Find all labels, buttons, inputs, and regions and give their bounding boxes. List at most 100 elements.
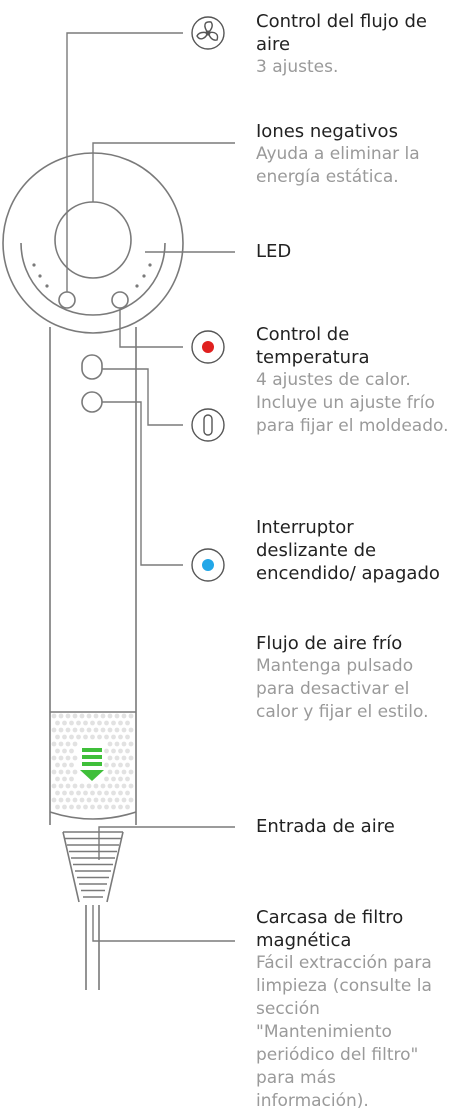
mesh-hole <box>114 755 120 761</box>
label-temperature-control: Control de temperatura 4 ajustes de calo… <box>256 323 451 438</box>
label-air-intake: Entrada de aire <box>256 815 451 838</box>
mesh-hole <box>128 713 134 719</box>
mesh-hole <box>121 797 127 803</box>
mesh-hole <box>107 741 113 747</box>
strain-relief-edge <box>106 831 124 903</box>
temperature-title: Control de temperatura <box>256 324 370 368</box>
mesh-hole <box>62 804 67 810</box>
mesh-hole <box>65 727 71 733</box>
mesh-hole <box>104 776 109 782</box>
mesh-hole <box>51 783 57 789</box>
mesh-hole <box>62 748 67 754</box>
blue-dot-icon <box>191 548 225 582</box>
mesh-hole <box>65 783 71 789</box>
label-negative-ions: Iones negativos Ayuda a eliminar la ener… <box>256 120 451 189</box>
mesh-hole <box>125 734 130 740</box>
mesh-hole <box>55 720 60 726</box>
mesh-hole <box>58 741 64 747</box>
mesh-hole <box>97 804 102 810</box>
mesh-hole <box>111 748 116 754</box>
strain-relief-edge <box>62 831 80 903</box>
mesh-hole <box>62 790 67 796</box>
mesh-hole <box>69 734 74 740</box>
mesh-hole <box>86 783 92 789</box>
mesh-hole <box>58 797 64 803</box>
mesh-hole <box>118 734 123 740</box>
mesh-hole <box>69 762 74 768</box>
mesh-hole <box>86 727 92 733</box>
mesh-hole <box>97 790 102 796</box>
mesh-hole <box>118 720 123 726</box>
mesh-hole <box>111 790 116 796</box>
dryer-handle <box>49 327 137 825</box>
mesh-hole <box>100 727 106 733</box>
mesh-hole <box>76 790 81 796</box>
mesh-hole <box>83 734 88 740</box>
mesh-hole <box>65 755 71 761</box>
mesh-hole <box>90 804 95 810</box>
mesh-hole <box>111 734 116 740</box>
label-power-switch: Interruptor deslizante de encendido/ apa… <box>256 516 451 585</box>
mesh-hole <box>79 783 85 789</box>
mesh-hole <box>121 769 127 775</box>
mesh-hole <box>100 797 106 803</box>
power-cable <box>85 905 100 990</box>
mesh-hole <box>62 720 67 726</box>
mesh-hole <box>107 755 113 761</box>
mesh-hole <box>79 727 85 733</box>
mesh-hole <box>93 727 99 733</box>
mesh-hole <box>55 734 60 740</box>
mesh-hole <box>128 741 134 747</box>
label-airflow-control: Control del flujo de aire 3 ajustes. <box>256 10 451 79</box>
mesh-hole <box>93 713 99 719</box>
mesh-hole <box>62 776 67 782</box>
mesh-hole <box>86 713 92 719</box>
mesh-hole <box>97 734 102 740</box>
mesh-hole <box>93 797 99 803</box>
mesh-hole <box>104 762 109 768</box>
mesh-hole <box>83 720 88 726</box>
mesh-hole <box>83 790 88 796</box>
mesh-hole <box>69 720 74 726</box>
mesh-hole <box>111 720 116 726</box>
mesh-hole <box>114 741 120 747</box>
mesh-hole <box>55 762 60 768</box>
mesh-hole <box>128 783 134 789</box>
mesh-hole <box>114 713 120 719</box>
mesh-hole <box>72 783 78 789</box>
mesh-hole <box>104 790 109 796</box>
airflow-desc: 3 ajustes. <box>256 57 339 77</box>
mesh-hole <box>111 804 116 810</box>
mesh-hole <box>107 797 113 803</box>
mesh-hole <box>114 783 120 789</box>
ions-desc: Ayuda a eliminar la energía estática. <box>256 144 420 187</box>
mesh-hole <box>69 748 74 754</box>
mesh-hole <box>104 720 109 726</box>
ions-title: Iones negativos <box>256 121 398 142</box>
mesh-hole <box>65 797 71 803</box>
mesh-hole <box>72 727 78 733</box>
mesh-hole <box>111 762 116 768</box>
mesh-hole <box>62 734 67 740</box>
mesh-hole <box>97 720 102 726</box>
label-cold-shot: Flujo de aire frío Mantenga pulsado para… <box>256 632 451 724</box>
mesh-hole <box>62 762 67 768</box>
mesh-hole <box>125 776 130 782</box>
mesh-hole <box>118 804 123 810</box>
mesh-hole <box>55 776 60 782</box>
mesh-hole <box>51 755 57 761</box>
mesh-hole <box>114 727 120 733</box>
mesh-hole <box>65 741 71 747</box>
mesh-hole <box>121 783 127 789</box>
mesh-hole <box>111 776 116 782</box>
mesh-hole <box>90 790 95 796</box>
mesh-hole <box>51 727 57 733</box>
mesh-hole <box>121 727 127 733</box>
led-indicator-dots <box>32 263 152 288</box>
mesh-hole <box>76 720 81 726</box>
mesh-hole <box>72 741 78 747</box>
mesh-hole <box>58 727 64 733</box>
mesh-hole <box>55 804 60 810</box>
mesh-hole <box>86 797 92 803</box>
